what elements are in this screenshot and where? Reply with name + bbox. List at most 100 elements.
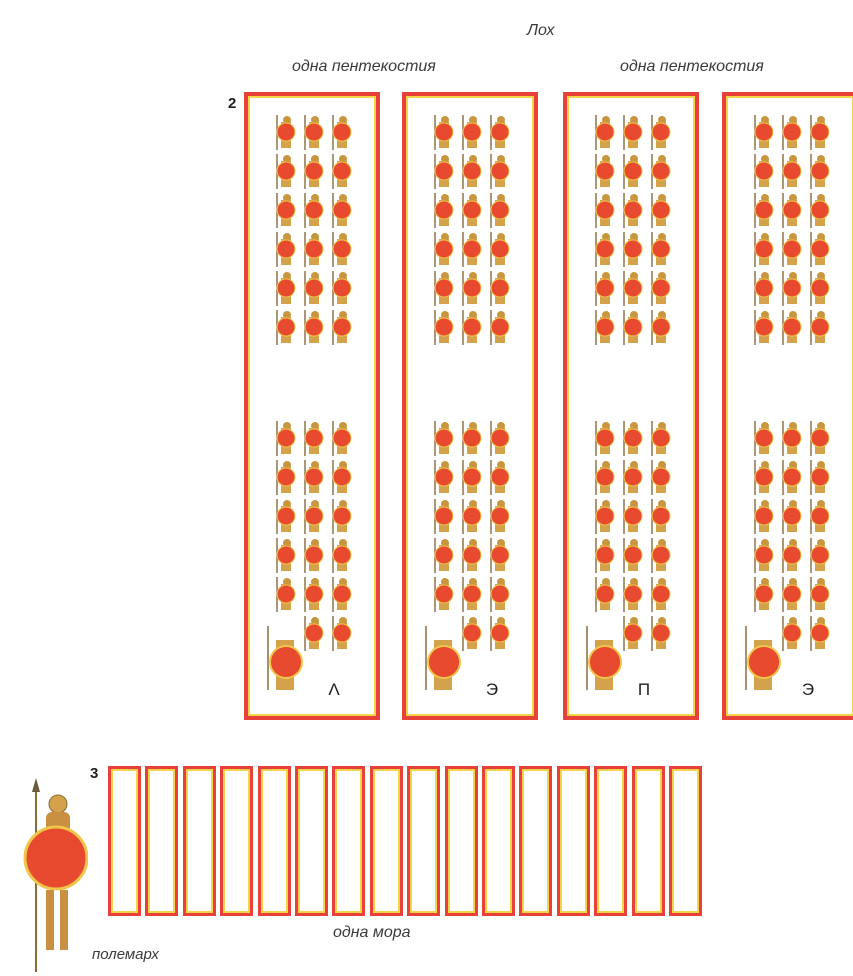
hoplite-icon (596, 421, 614, 456)
hoplite-icon (596, 154, 614, 189)
hoplite-icon (811, 577, 829, 612)
figure-3-number: 3 (90, 765, 98, 782)
hoplite-icon (463, 460, 481, 495)
hoplite-icon (811, 232, 829, 267)
hoplite-icon (333, 232, 351, 267)
hoplite-icon (305, 421, 323, 456)
enomotia-letter-4: Э (796, 680, 820, 700)
hoplite-icon (463, 271, 481, 306)
hoplite-icon (463, 193, 481, 228)
officer-icon (426, 626, 460, 690)
hoplite-icon (811, 616, 829, 651)
hoplite-icon (811, 115, 829, 150)
hoplite-icon (652, 193, 670, 228)
hoplite-icon (277, 271, 295, 306)
hoplite-icon (652, 499, 670, 534)
hoplite-icon (596, 271, 614, 306)
hoplite-icon (652, 154, 670, 189)
hoplite-icon (652, 421, 670, 456)
hoplite-icon (491, 538, 509, 573)
hoplite-icon (277, 577, 295, 612)
hoplite-icon (596, 577, 614, 612)
mora-unit-box (594, 766, 627, 916)
mora-unit-box (370, 766, 403, 916)
mora-unit-box (557, 766, 590, 916)
hoplite-icon (652, 460, 670, 495)
hoplite-icon (491, 232, 509, 267)
hoplite-icon (783, 193, 801, 228)
hoplite-icon (435, 271, 453, 306)
hoplite-icon (652, 577, 670, 612)
hoplite-icon (277, 115, 295, 150)
hoplite-icon (277, 193, 295, 228)
hoplite-icon (783, 154, 801, 189)
hoplite-icon (491, 271, 509, 306)
hoplite-icon (491, 310, 509, 345)
enomotia-letter-3: П (632, 680, 656, 700)
hoplite-icon (755, 193, 773, 228)
hoplite-icon (277, 310, 295, 345)
hoplite-icon (596, 310, 614, 345)
mora-unit-box (183, 766, 216, 916)
hoplite-icon (333, 154, 351, 189)
hoplite-icon (491, 460, 509, 495)
hoplite-icon (491, 499, 509, 534)
hoplite-icon (305, 271, 323, 306)
polemarch-icon (8, 772, 88, 972)
hoplite-icon (755, 460, 773, 495)
mora-unit-box (445, 766, 478, 916)
mora-unit-box (145, 766, 178, 916)
hoplite-icon (435, 538, 453, 573)
hoplite-icon (652, 271, 670, 306)
hoplite-icon (277, 421, 295, 456)
hoplite-icon (652, 115, 670, 150)
hoplite-icon (463, 232, 481, 267)
hoplite-icon (624, 577, 642, 612)
hoplite-icon (305, 310, 323, 345)
hoplite-icon (277, 154, 295, 189)
mora-unit-box (295, 766, 328, 916)
mora-label: одна мора (333, 924, 411, 942)
hoplite-icon (333, 460, 351, 495)
hoplite-icon (783, 271, 801, 306)
hoplite-icon (333, 499, 351, 534)
hoplite-icon (435, 154, 453, 189)
hoplite-icon (333, 421, 351, 456)
hoplite-icon (624, 115, 642, 150)
hoplite-icon (624, 616, 642, 651)
hoplite-icon (277, 460, 295, 495)
officer-icon (587, 626, 621, 690)
hoplite-icon (277, 538, 295, 573)
hoplite-icon (652, 232, 670, 267)
hoplite-icon (491, 616, 509, 651)
hoplite-icon (811, 193, 829, 228)
hoplite-icon (652, 538, 670, 573)
hoplite-icon (811, 271, 829, 306)
hoplite-icon (783, 499, 801, 534)
hoplite-icon (596, 538, 614, 573)
hoplite-icon (624, 310, 642, 345)
hoplite-icon (811, 154, 829, 189)
enomotia-letter-2: Э (480, 680, 504, 700)
hoplite-icon (783, 310, 801, 345)
hoplite-icon (783, 232, 801, 267)
hoplite-icon (333, 193, 351, 228)
hoplite-icon (811, 310, 829, 345)
hoplite-icon (596, 460, 614, 495)
hoplite-icon (624, 193, 642, 228)
mora-unit-box (108, 766, 141, 916)
hoplite-icon (305, 154, 323, 189)
officer-icon (268, 626, 302, 690)
hoplite-icon (491, 115, 509, 150)
hoplite-icon (305, 460, 323, 495)
hoplite-icon (491, 193, 509, 228)
hoplite-icon (596, 232, 614, 267)
hoplite-icon (463, 115, 481, 150)
hoplite-icon (755, 154, 773, 189)
hoplite-icon (305, 499, 323, 534)
polemarch-label: полемарх (92, 946, 159, 963)
hoplite-icon (277, 232, 295, 267)
hoplite-icon (783, 460, 801, 495)
hoplite-icon (624, 499, 642, 534)
hoplite-icon (811, 499, 829, 534)
